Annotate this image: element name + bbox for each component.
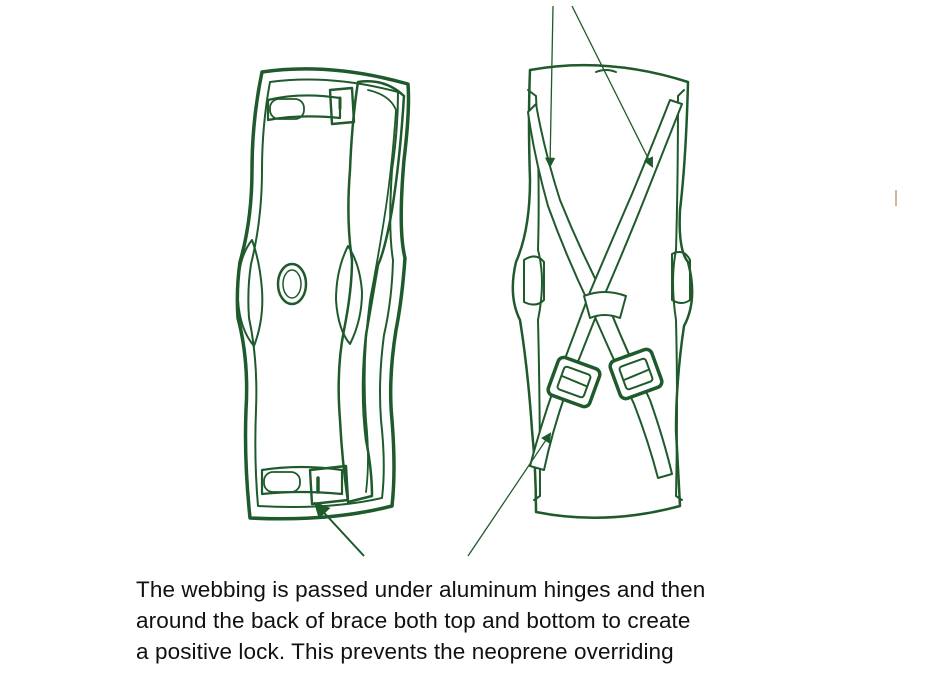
lower-right-buckle [608,347,664,401]
caption-line-1: The webbing is passed under aluminum hin… [136,577,706,602]
cross-strap-b [529,99,683,471]
caption-line-2: around the back of brace both top and bo… [136,608,691,633]
arrow-top-left [544,5,556,169]
patella-opening [276,262,308,306]
caption-line-3: a positive lock. This prevents the neopr… [136,639,674,664]
caption-text: The webbing is passed under aluminum hin… [136,574,856,667]
top-strap [266,94,342,122]
brace-side-flap [337,80,406,504]
lower-left-buckle [546,355,602,409]
brace-front-view [235,67,411,521]
arrow-top-right [571,5,653,168]
right-hinge-bar [672,89,685,501]
brace-front-outline [235,67,411,521]
top-buckle [328,86,356,126]
top-slot [595,69,617,73]
brace-front-inner-outline [247,78,399,508]
left-hinge-panel [236,239,264,347]
arrow-bottom-right [467,432,552,557]
left-pad [523,255,545,306]
brace-back-outline [511,63,694,519]
right-hinge-panel [335,245,363,345]
right-pad [671,251,691,304]
brace-back-view [511,63,694,519]
bottom-strap [260,465,344,496]
bottom-buckle [308,464,350,506]
arrow-bottom-left [313,501,365,557]
pointer-arrows [313,5,653,557]
